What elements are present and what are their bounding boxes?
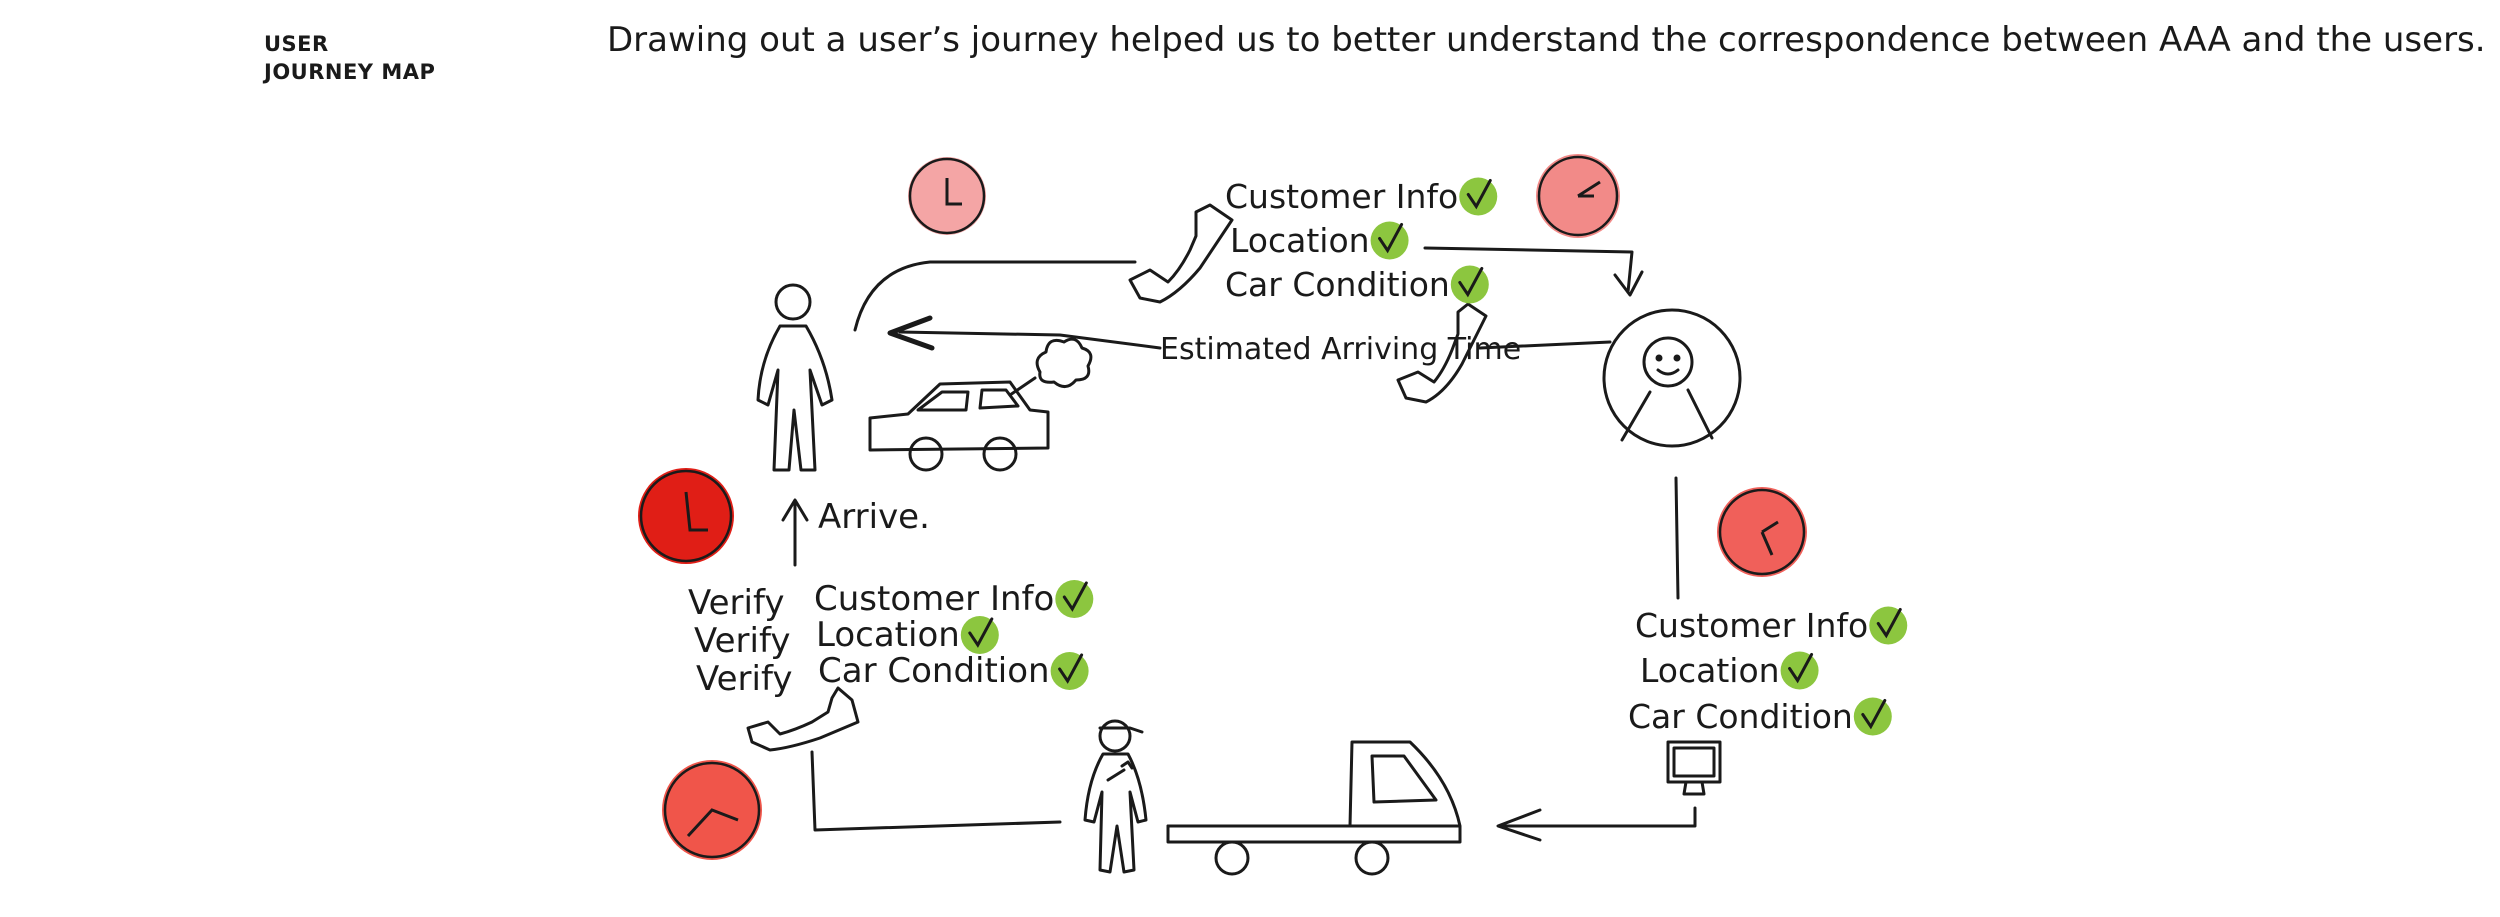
check-marks (960, 177, 1908, 736)
dispatch-note-location: Location (1640, 651, 1780, 690)
flow-line-eta (1478, 340, 1612, 350)
flow-line-dispatch (1674, 476, 1680, 600)
tow-truck-icon (1166, 740, 1462, 876)
arrowhead-eta (887, 315, 935, 351)
dispatch-note-customer-info: Customer Info (1635, 606, 1868, 645)
verify-note-location: Location (816, 615, 960, 655)
arrive-arrow (781, 498, 809, 567)
arrowhead-to-truck (1496, 808, 1542, 842)
clock-icon-agent (1536, 154, 1620, 238)
check-icon (1055, 580, 1094, 618)
verify-prefix-2: Verify (694, 621, 790, 661)
arrowhead-to-agent (1613, 270, 1644, 297)
check-icon (1370, 221, 1409, 260)
section-label: USER JOURNEY MAP (264, 30, 435, 86)
arrive-label: Arrive. (818, 497, 930, 537)
section-label-line1: USER (264, 32, 329, 56)
eta-label: Estimated Arriving Time (1160, 332, 1521, 367)
call-note-customer-info: Customer Info (1225, 177, 1458, 216)
flow-line-to-agent (1423, 246, 1634, 294)
flow-line-to-truck (1498, 806, 1697, 828)
check-icon (1050, 652, 1089, 690)
clock-icon-verify (662, 760, 762, 860)
check-icon (1780, 651, 1819, 690)
broken-car-icon (868, 337, 1093, 472)
call-note-car-condition: Car Condition (1225, 265, 1450, 304)
check-icon (1853, 697, 1892, 736)
section-label-line2: JOURNEY MAP (264, 60, 436, 84)
flow-line-call (853, 260, 1137, 332)
verify-prefix-1: Verify (688, 583, 784, 623)
phone-eta-icon (1396, 302, 1488, 404)
user-figure-icon (756, 283, 834, 472)
check-icon (1459, 177, 1498, 216)
call-center-agent-icon (1602, 308, 1742, 448)
check-icon (960, 616, 999, 654)
check-icon (1869, 606, 1908, 645)
clock-icon-arrive (638, 468, 734, 564)
verify-prefix-3: Verify (696, 659, 792, 699)
flow-line-eta-left (898, 330, 1162, 350)
computer-monitor-icon (1666, 740, 1722, 796)
call-note-location: Location (1230, 221, 1370, 260)
verify-note-customer-info: Customer Info (814, 579, 1054, 619)
check-icon (1450, 265, 1489, 304)
flow-line-mechanic (810, 750, 1062, 832)
intro-text: Drawing out a user’s journey helped us t… (607, 20, 2486, 60)
phone-bottom-icon (746, 686, 860, 752)
clock-icon-dispatch (1717, 487, 1807, 577)
clock-icon-call (908, 157, 986, 235)
dispatch-note-car-condition: Car Condition (1628, 697, 1853, 736)
verify-note-car-condition: Car Condition (818, 651, 1050, 691)
phone-call-icon (1128, 203, 1234, 304)
mechanic-figure-icon (1083, 719, 1148, 874)
